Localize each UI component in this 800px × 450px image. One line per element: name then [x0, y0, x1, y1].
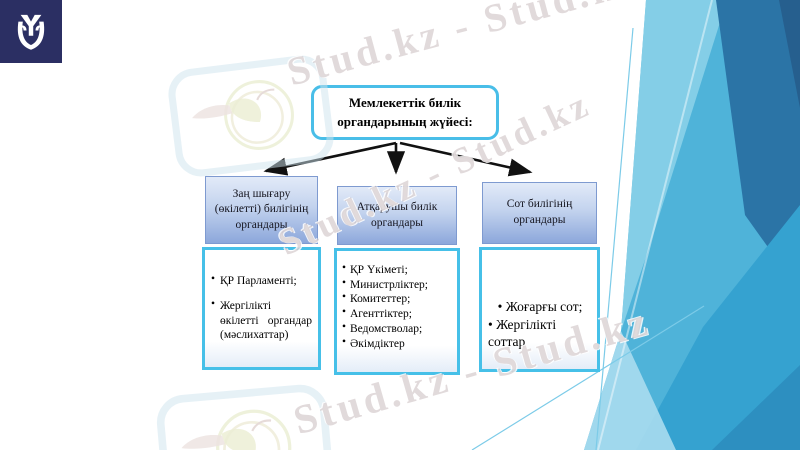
university-emblem-icon — [17, 14, 45, 50]
column-header: Атқарушы билік органдары — [337, 186, 457, 245]
list-item: Ведомстволар; — [342, 320, 453, 337]
list-item: Министрліктер; — [342, 276, 453, 293]
column-body: ҚР Парламенті; Жергілікті өкілетті органд… — [202, 247, 321, 370]
column-body: Жоғарғы сот;Жергілікті соттар — [479, 247, 600, 372]
diagram-column-executive: Атқарушы билік органдары ҚР Үкіметі;Мини… — [334, 186, 460, 375]
list-item: Жергілікті соттар — [488, 316, 592, 351]
diagram-title: Мемлекеттік билік органдарының жүйесі: — [337, 94, 473, 129]
list-item: ҚР Парламенті; — [211, 272, 312, 288]
list-item: Әкімдіктер — [342, 335, 453, 352]
list-item: ҚР Үкіметі; — [342, 261, 453, 278]
bullet-list: Жоғарғы сот;Жергілікті соттар — [488, 298, 592, 351]
diagram-column-judicial: Сот билігінің органдары Жоғарғы сот;Жерг… — [479, 182, 600, 372]
bullet-list: ҚР Парламенті; Жергілікті өкілетті органд… — [211, 272, 312, 343]
diagram-column-legislative: Заң шығару (өкілетті) билігінің органдар… — [202, 176, 321, 370]
list-item: Жоғарғы сот; — [488, 298, 592, 316]
list-item: Агенттіктер; — [342, 305, 453, 322]
university-emblem-logo — [0, 0, 62, 63]
list-item: Комитеттер; — [342, 290, 453, 307]
bullet-list: ҚР Үкіметі;Министрліктер;Комитеттер;Аген… — [342, 261, 453, 352]
diagram-title-box: Мемлекеттік билік органдарының жүйесі: — [311, 85, 499, 140]
column-header: Заң шығару (өкілетті) билігінің органдар… — [205, 176, 318, 244]
column-header: Сот билігінің органдары — [482, 182, 597, 244]
column-body: ҚР Үкіметі;Министрліктер;Комитеттер;Аген… — [334, 248, 460, 375]
list-item: Жергілікті өкілетті органдар (мәслихатта… — [211, 297, 312, 342]
